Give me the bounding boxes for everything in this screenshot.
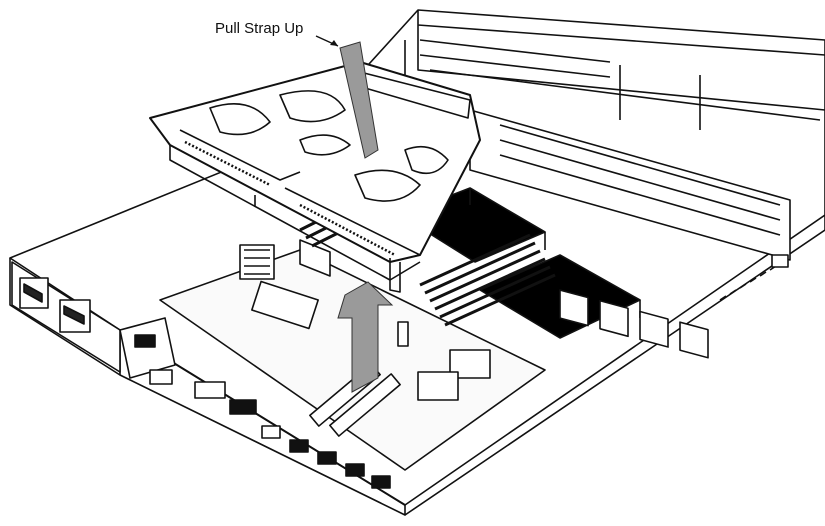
air-shroud: [149, 61, 481, 293]
callout-pull-strap-label: Pull Strap Up: [215, 20, 304, 37]
fan-bank: [469, 109, 791, 359]
front-panel-vents: [719, 254, 789, 301]
pull-strap: [339, 41, 379, 159]
drive-bays: [417, 25, 825, 130]
callout-leader-arrowhead: [330, 40, 338, 46]
lift-arrow: [337, 281, 394, 393]
rear-io-panel: [11, 261, 391, 489]
